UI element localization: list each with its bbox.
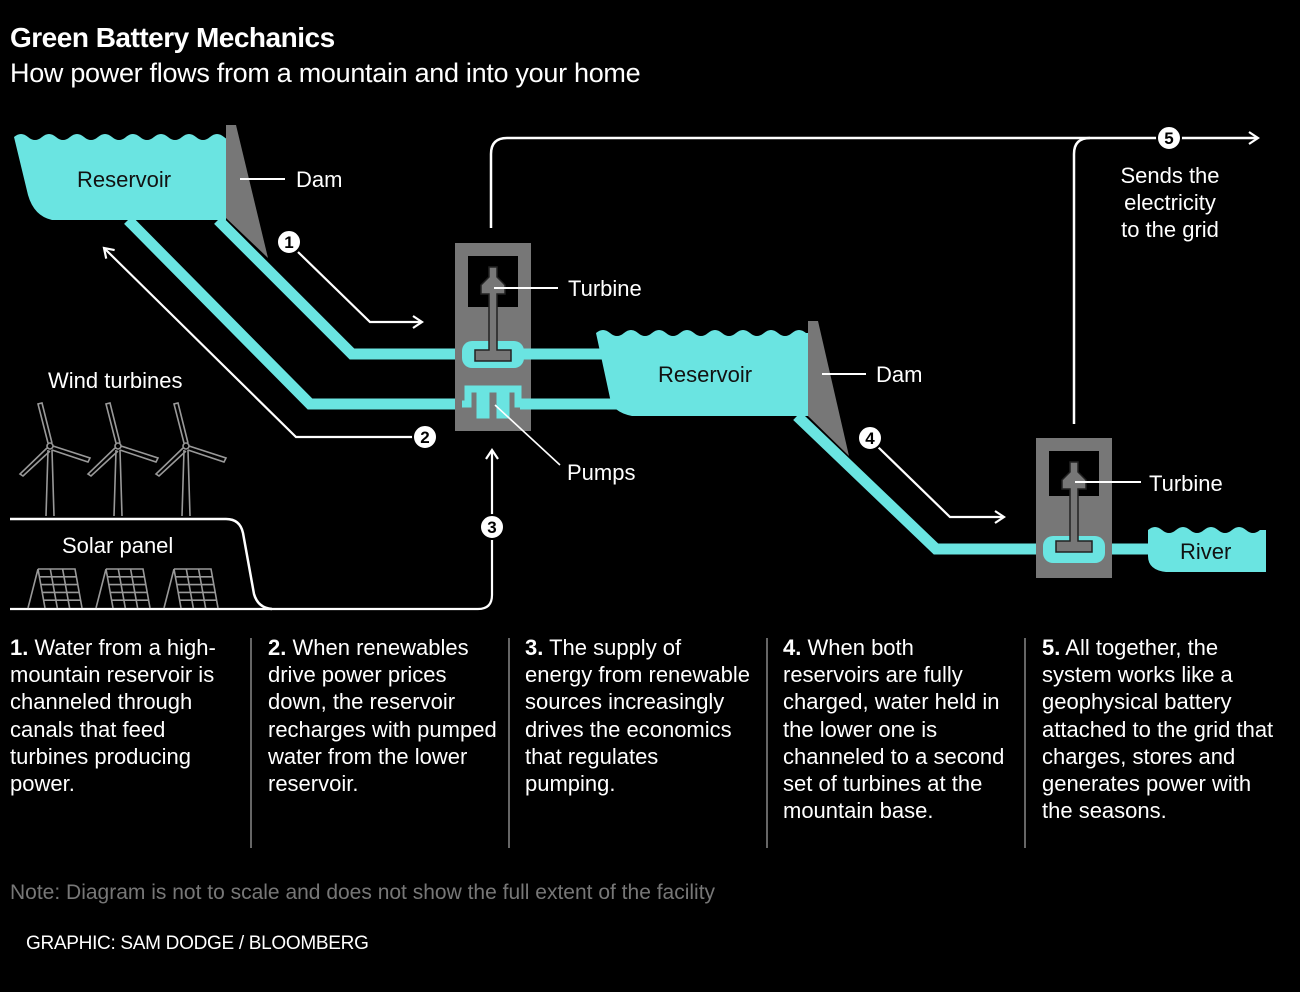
- step-4-text: 4. When both reservoirs are fully charge…: [783, 634, 1011, 849]
- step-1-text: 1. Water from a high-mountain reservoir …: [10, 634, 235, 849]
- lower-reservoir-label: Reservoir: [658, 362, 752, 387]
- svg-text:2: 2: [420, 428, 429, 447]
- pumps-label: Pumps: [567, 460, 635, 485]
- step-descriptions: 1. Water from a high-mountain reservoir …: [0, 634, 1300, 849]
- column-divider: [1024, 638, 1026, 848]
- step-3-number: 3.: [525, 635, 544, 660]
- lower-turbine-label: Turbine: [1149, 471, 1223, 496]
- step-5-text: 5. All together, the system works like a…: [1042, 634, 1274, 849]
- step-4-body: When both reservoirs are fully charged, …: [783, 635, 1005, 824]
- column-divider: [766, 638, 768, 848]
- upper-canal-turbine: [214, 216, 470, 360]
- page-subtitle: How power flows from a mountain and into…: [10, 58, 641, 88]
- svg-text:4: 4: [865, 429, 875, 448]
- step-1-number: 1.: [10, 635, 29, 660]
- lower-power-line: [1072, 136, 1091, 424]
- step-3-text: 3. The supply of energy from renewable s…: [525, 634, 750, 849]
- pumps-icon: [462, 385, 526, 419]
- pumped-storage-diagram: 1 2 3 4 5 Reservoir Dam Turbine Pumps Re…: [10, 125, 1266, 611]
- credit-line: GRAPHIC: SAM DODGE / BLOOMBERG: [26, 933, 369, 954]
- page-title: Green Battery Mechanics: [10, 22, 335, 53]
- solar-panel-icon: [95, 568, 151, 609]
- grid-label-line-1: Sends the: [1120, 163, 1219, 188]
- upper-reservoir: [14, 134, 238, 220]
- lower-turbine-icon: [1055, 461, 1093, 553]
- step-badge-4: 4: [857, 425, 883, 451]
- solar-panel-icon: [27, 568, 83, 609]
- step-2-body: When renewables drive power prices down,…: [268, 635, 497, 797]
- step-2-number: 2.: [268, 635, 287, 660]
- footnote: Note: Diagram is not to scale and does n…: [10, 881, 716, 904]
- step-1-body: Water from a high-mountain reservoir is …: [10, 635, 216, 797]
- step-3-body: The supply of energy from renewable sour…: [525, 635, 751, 797]
- svg-text:1: 1: [284, 233, 293, 252]
- lower-dam: [808, 321, 849, 456]
- river-label: River: [1180, 539, 1231, 564]
- step-badge-2: 2: [412, 424, 438, 450]
- svg-text:5: 5: [1164, 129, 1173, 148]
- grid-label-line-3: to the grid: [1121, 217, 1219, 242]
- wind-turbine-icon: [154, 402, 228, 517]
- step-badge-1: 1: [276, 229, 302, 255]
- lower-dam-label: Dam: [876, 362, 922, 387]
- solar-hill-line: [10, 517, 273, 611]
- upper-turbine-label: Turbine: [568, 276, 642, 301]
- grid-label-line-2: electricity: [1124, 190, 1216, 215]
- wind-turbine-icon: [86, 402, 160, 517]
- river: [1148, 527, 1266, 572]
- upper-turbine-icon: [474, 266, 512, 362]
- solar-panel-label: Solar panel: [62, 533, 173, 558]
- lower-reservoir: [596, 330, 808, 416]
- flow-arrow-1: [297, 251, 424, 329]
- pumps-leader-line: [494, 404, 561, 466]
- step-5-body: All together, the system works like a ge…: [1042, 635, 1274, 824]
- upper-dam-label: Dam: [296, 167, 342, 192]
- step-2-text: 2. When renewables drive power prices do…: [268, 634, 500, 849]
- wind-turbine-icon: [18, 402, 92, 517]
- step-badge-3: 3: [479, 514, 505, 540]
- column-divider: [508, 638, 510, 848]
- solar-panel-icon: [163, 568, 219, 609]
- flow-arrow-3: [10, 448, 499, 611]
- step-5-number: 5.: [1042, 635, 1061, 660]
- solar-panels-group: [27, 568, 219, 609]
- flow-arrow-2: [102, 246, 414, 439]
- step-badge-5: 5: [1156, 125, 1182, 151]
- svg-text:3: 3: [487, 518, 496, 537]
- grid-power-line: [489, 131, 1260, 228]
- flow-arrow-4: [877, 446, 1006, 524]
- step-4-number: 4.: [783, 635, 802, 660]
- wind-turbines-label: Wind turbines: [48, 368, 183, 393]
- column-divider: [250, 638, 252, 848]
- wind-turbines-group: [18, 402, 228, 517]
- upper-canal-pump: [124, 216, 470, 410]
- upper-dam: [226, 125, 268, 258]
- upper-reservoir-label: Reservoir: [77, 167, 171, 192]
